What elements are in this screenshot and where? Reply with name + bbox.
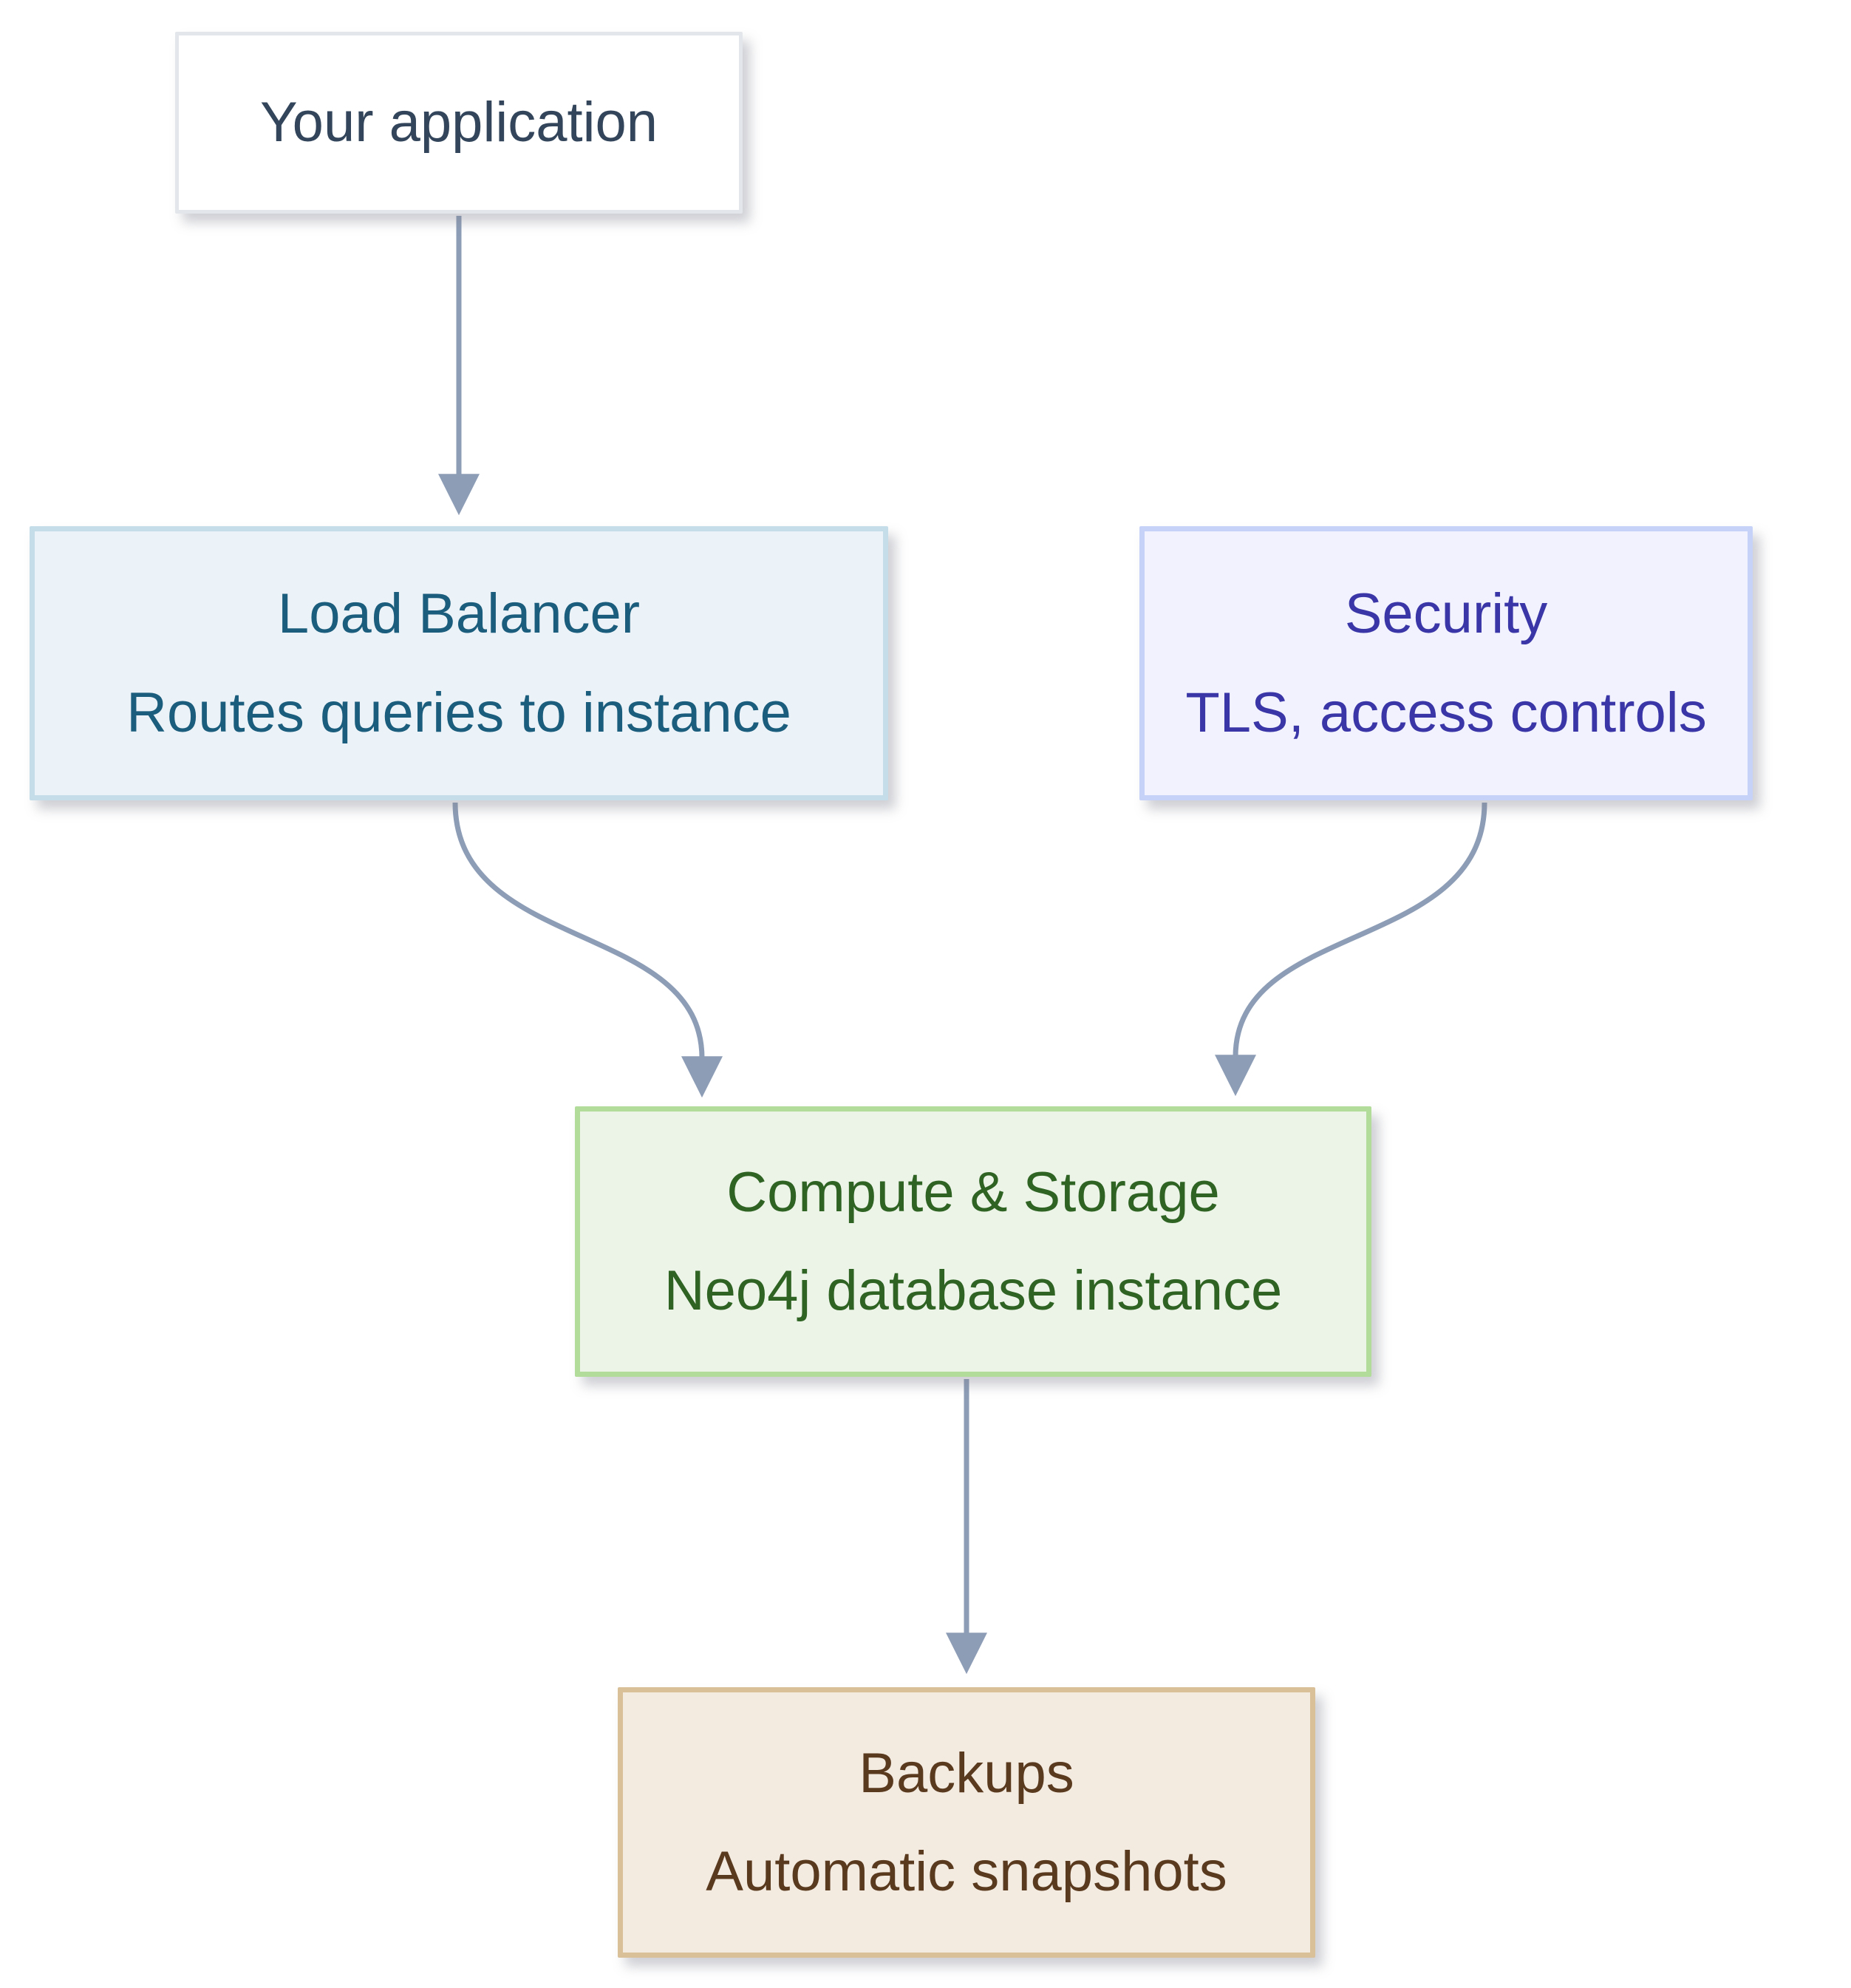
node-compute-storage: Compute & Storage Neo4j database instanc… xyxy=(575,1106,1371,1377)
node-load-balancer-subtitle: Routes queries to instance xyxy=(126,681,791,744)
edge-security-to-compute-storage xyxy=(1215,802,1487,1097)
node-your-application-title: Your application xyxy=(259,91,658,154)
node-compute-storage-subtitle: Neo4j database instance xyxy=(664,1259,1283,1322)
edge-load-balancer-to-compute-storage xyxy=(452,802,723,1098)
node-compute-storage-title: Compute & Storage xyxy=(726,1160,1220,1224)
node-security-title: Security xyxy=(1344,582,1548,646)
node-security: Security TLS, access controls xyxy=(1139,526,1753,800)
node-your-application: Your application xyxy=(175,32,743,214)
node-load-balancer: Load Balancer Routes queries to instance xyxy=(30,526,888,800)
node-backups-title: Backups xyxy=(859,1741,1074,1805)
node-backups-subtitle: Automatic snapshots xyxy=(706,1840,1227,1903)
node-security-subtitle: TLS, access controls xyxy=(1185,681,1707,744)
node-load-balancer-title: Load Balancer xyxy=(277,582,641,646)
node-backups: Backups Automatic snapshots xyxy=(618,1687,1315,1958)
